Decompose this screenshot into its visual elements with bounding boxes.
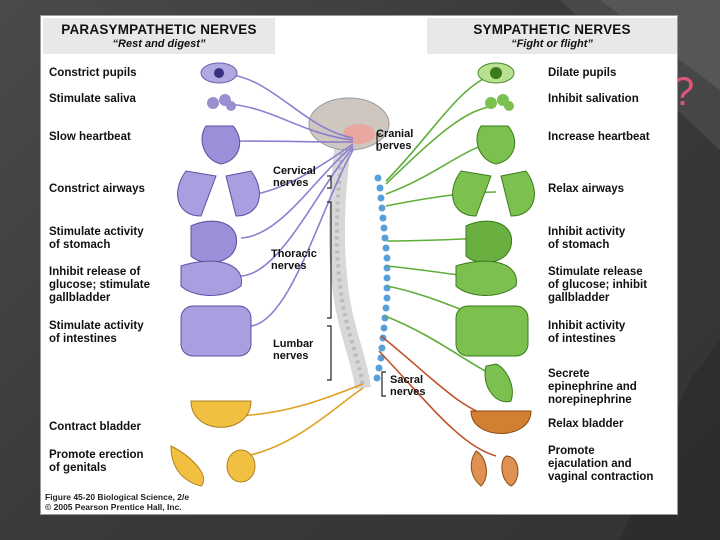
label-stimulate-intestines: Stimulate activity of intestines xyxy=(49,320,144,345)
parasympathetic-subtitle: “Rest and digest” xyxy=(112,38,206,50)
label-secrete-epinephrine: Secrete epinephrine and norepinephrine xyxy=(548,368,637,406)
label-inhibit-glucose: Inhibit release of glucose; stimulate ga… xyxy=(49,266,150,304)
label-inhibit-salivation: Inhibit salivation xyxy=(548,93,639,105)
label-increase-heartbeat: Increase heartbeat xyxy=(548,131,650,143)
label-relax-airways: Relax airways xyxy=(548,183,625,195)
sympathetic-title: SYMPATHETIC NERVES xyxy=(473,22,631,37)
label-stimulate-saliva: Stimulate saliva xyxy=(49,93,136,105)
sympathetic-pelvic-organs xyxy=(470,410,532,487)
spinal-brackets xyxy=(327,133,386,397)
brainstem xyxy=(343,124,375,144)
label-lumbar-nerves: Lumbar nerves xyxy=(273,338,314,362)
label-promote-erection: Promote erection of genitals xyxy=(49,449,144,474)
label-sacral-nerves: Sacral nerves xyxy=(390,374,426,398)
label-promote-ejaculation: Promote ejaculation and vaginal contract… xyxy=(548,445,654,483)
label-stimulate-stomach: Stimulate activity of stomach xyxy=(49,226,144,251)
parasympathetic-pelvic-organs xyxy=(170,400,256,487)
caption-line-2: © 2005 Pearson Prentice Hall, Inc. xyxy=(45,502,182,512)
label-constrict-airways: Constrict airways xyxy=(49,183,145,195)
parasympathetic-pathways xyxy=(220,73,354,327)
parasympathetic-organs xyxy=(177,62,260,357)
sympathetic-organs xyxy=(452,62,535,403)
label-stimulate-glucose: Stimulate release of glucose; inhibit ga… xyxy=(548,266,648,304)
nerve-diagram xyxy=(170,62,535,487)
label-cranial-nerves: Cranial nerves xyxy=(376,128,414,152)
label-contract-bladder: Contract bladder xyxy=(49,421,142,433)
caption-line-1: Figure 45-20 Biological Science, 2/e xyxy=(45,492,190,502)
figure-caption: Figure 45-20 Biological Science, 2/e © 2… xyxy=(45,492,189,512)
label-cervical-nerves: Cervical nerves xyxy=(273,165,316,189)
parasympathetic-title: PARASYMPATHETIC NERVES xyxy=(61,22,257,37)
nervous-system-figure: PARASYMPATHETIC NERVES “Rest and digest”… xyxy=(40,15,678,515)
label-inhibit-intestines: Inhibit activity of intestines xyxy=(548,320,626,345)
label-relax-bladder: Relax bladder xyxy=(548,418,624,430)
label-constrict-pupils: Constrict pupils xyxy=(49,67,137,79)
sympathetic-header: SYMPATHETIC NERVES “Fight or flight” xyxy=(427,18,677,54)
sympathetic-subtitle: “Fight or flight” xyxy=(511,38,593,50)
label-dilate-pupils: Dilate pupils xyxy=(548,67,617,79)
parasympathetic-header: PARASYMPATHETIC NERVES “Rest and digest” xyxy=(43,18,275,54)
label-thoracic-nerves: Thoracic nerves xyxy=(271,248,317,272)
label-slow-heartbeat: Slow heartbeat xyxy=(49,131,131,143)
sacral-parasympathetic-pathways xyxy=(235,383,364,457)
label-inhibit-stomach: Inhibit activity of stomach xyxy=(548,226,626,251)
